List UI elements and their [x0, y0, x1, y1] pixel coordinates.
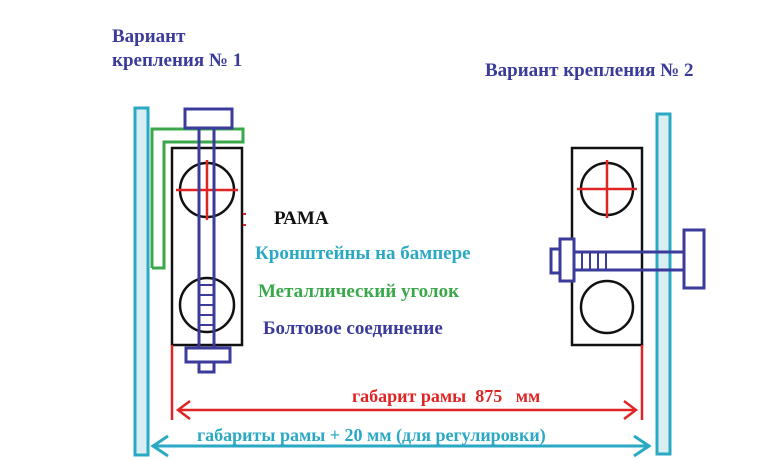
- dim-cyan-arrow-right: [633, 434, 652, 458]
- dimension-frame-size-label: габарит рамы 875 мм: [352, 386, 541, 406]
- bolt-nut-left: [558, 237, 576, 283]
- dimension-frame-size: [170, 345, 644, 420]
- dim-red-arrow-right: [623, 400, 639, 420]
- left-bumper-bracket: [133, 106, 150, 457]
- right-bumper-bracket: [655, 112, 672, 456]
- variant2-assembly: [549, 146, 706, 347]
- dim-red-arrow-left: [175, 400, 191, 420]
- variant2-title: Вариант крепления № 2: [485, 60, 694, 81]
- legend-bolt: Болтовое соединение: [263, 318, 443, 339]
- bolt-tip-bottom: [197, 360, 216, 374]
- metal-angle: [150, 127, 245, 270]
- dimension-frame-plus: [150, 434, 652, 458]
- frame-hole-bottom-right: [579, 279, 635, 335]
- dim-cyan-arrow-left: [150, 434, 169, 458]
- bolt-nut-bottom: [184, 346, 232, 364]
- variant1-title-line1: Вариант: [112, 26, 186, 47]
- dimension-frame-plus-label: габариты рамы + 20 мм (для регулировки): [197, 425, 546, 445]
- legend-angle: Металлический уголок: [258, 281, 460, 302]
- bolt-head-right: [682, 228, 706, 290]
- variant1-assembly: [150, 107, 245, 374]
- legend-bracket: Кронштейны на бампере: [255, 243, 471, 264]
- legend-frame: РАМА: [274, 208, 329, 229]
- bolt-head-top: [183, 107, 234, 130]
- variant1-title-line2: крепления № 1: [112, 50, 243, 71]
